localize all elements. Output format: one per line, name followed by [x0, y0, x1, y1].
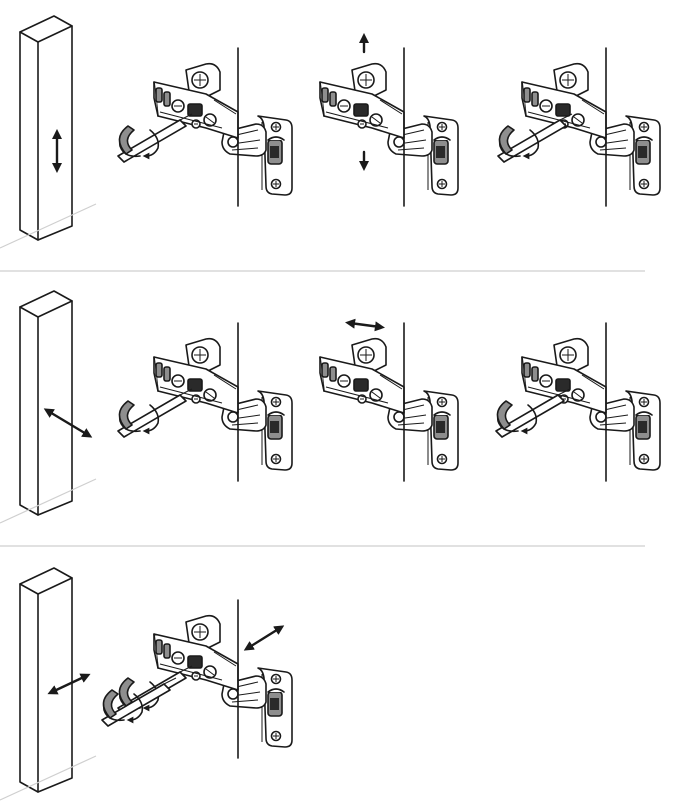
cabinet-panel-1	[0, 15, 97, 249]
diagonal-double-arrow-icon	[243, 625, 285, 651]
step-side-adjustment	[0, 290, 661, 524]
hinge-frame-2a	[118, 322, 293, 482]
hinge-frame-1c	[498, 47, 661, 207]
cabinet-panel-2	[0, 290, 97, 524]
diagonal-double-arrow-icon	[43, 408, 93, 438]
step-depth-adjustment	[0, 567, 293, 801]
diagonal-double-arrow-icon	[47, 673, 91, 695]
hinge-frame-1b	[319, 32, 459, 207]
step-height-adjustment	[0, 15, 661, 249]
horizontal-double-arrow-icon	[345, 318, 385, 332]
hinge-frame-2c	[496, 322, 661, 482]
cabinet-panel-3	[0, 567, 97, 801]
hinge-frame-2b	[319, 318, 459, 482]
hinge-frame-1a	[118, 47, 293, 207]
hinge-frame-3a	[102, 599, 293, 759]
